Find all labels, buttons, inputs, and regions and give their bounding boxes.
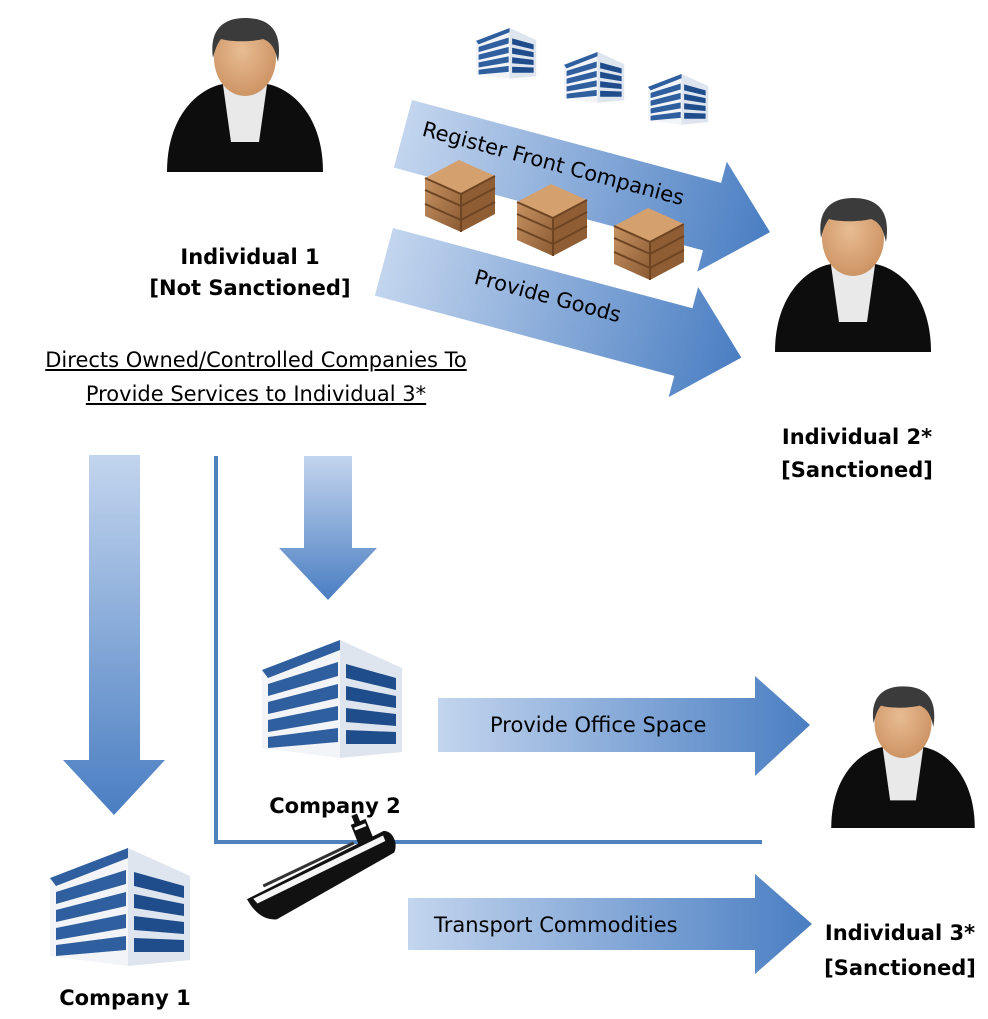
provide-office-space-arrow bbox=[438, 676, 810, 776]
front-company-building-icon-1 bbox=[476, 28, 537, 79]
company-1-label: Company 1 bbox=[59, 986, 191, 1010]
individual-1-name: Individual 1 bbox=[180, 245, 320, 269]
individual-2-name: Individual 2* bbox=[781, 425, 933, 449]
individual-3-name: Individual 3* bbox=[824, 921, 976, 945]
transport-commodities-label: Transport Commodities bbox=[434, 913, 678, 937]
transport-commodities-arrow bbox=[408, 874, 812, 974]
individual-3-status: [Sanctioned] bbox=[824, 956, 976, 980]
provide-office-space-label: Provide Office Space bbox=[490, 713, 707, 737]
person-icon-individual-1 bbox=[167, 18, 323, 172]
person-icon-individual-3 bbox=[831, 686, 975, 828]
provide-goods-arrow bbox=[374, 228, 742, 398]
directs-company-2-arrow bbox=[279, 456, 377, 600]
individual-1-status: [Not Sanctioned] bbox=[149, 276, 351, 300]
front-company-building-icon-2 bbox=[564, 52, 625, 103]
person-icon-individual-2 bbox=[775, 198, 931, 352]
company-2-label: Company 2 bbox=[269, 794, 401, 818]
front-company-building-icon-3 bbox=[648, 74, 709, 125]
building-icon-company-2 bbox=[262, 640, 402, 758]
control-connector-line bbox=[214, 456, 762, 844]
ship-icon bbox=[246, 813, 396, 920]
directs-company-1-arrow bbox=[63, 455, 165, 815]
building-icon-company-1 bbox=[50, 848, 190, 966]
individual-2-status: [Sanctioned] bbox=[781, 458, 933, 482]
instruction-line-1: Directs Owned/Controlled Companies To bbox=[45, 348, 467, 372]
instruction-line-2: Provide Services to Individual 3* bbox=[85, 382, 427, 406]
